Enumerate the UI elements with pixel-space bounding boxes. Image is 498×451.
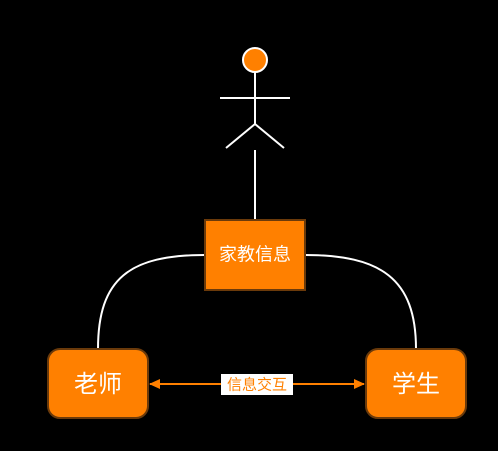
node-student[interactable]: 学生: [365, 348, 467, 419]
node-tutoring-info[interactable]: 家教信息: [204, 219, 306, 291]
edge-label: 信息交互: [221, 374, 293, 395]
node-teacher-label: 老师: [74, 370, 122, 398]
edge-label-text: 信息交互: [227, 376, 287, 394]
curve-center-to-student: [304, 254, 417, 350]
person-icon: [220, 47, 290, 149]
curve-center-to-teacher: [97, 254, 206, 350]
node-student-label: 学生: [392, 370, 440, 398]
node-teacher[interactable]: 老师: [47, 348, 149, 419]
node-tutoring-info-label: 家教信息: [219, 245, 291, 266]
